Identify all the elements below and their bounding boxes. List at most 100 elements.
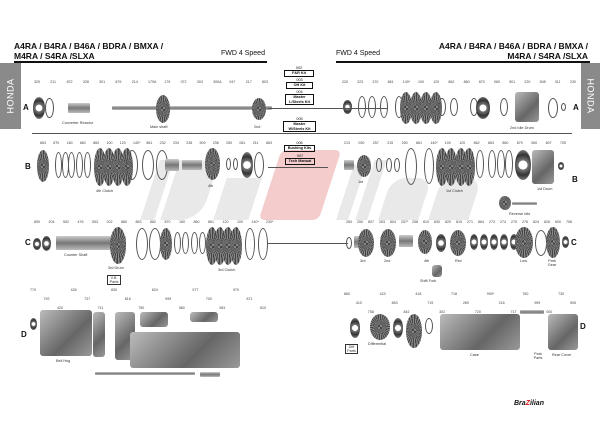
part-number: 211: [50, 80, 57, 84]
rev-gear-part: [450, 230, 466, 256]
bearing-part: [490, 234, 498, 250]
part-number: 870: [516, 141, 523, 145]
part-number: 870: [478, 80, 485, 84]
seal-part: [30, 318, 37, 330]
main-shaft-gear: [156, 95, 170, 123]
part-number: 215: [387, 141, 394, 145]
bearing-part: [350, 318, 360, 338]
low-gear-part: [515, 227, 533, 258]
ring-part: [380, 96, 388, 118]
part-number: 263: [379, 220, 385, 224]
caption-4th: 4th: [208, 184, 214, 188]
caption-2nd: 2nd: [254, 125, 261, 129]
part-number: 830: [111, 288, 118, 292]
part-number: 273: [489, 220, 495, 224]
part-number: 872: [66, 80, 73, 84]
bearing-part: [343, 100, 352, 114]
part-number: 807: [545, 141, 552, 145]
ring-part: [438, 98, 446, 116]
row-label-d: D: [21, 330, 27, 339]
part-number: 236: [212, 141, 219, 145]
part-number: 863: [135, 220, 142, 224]
counter-shaft-part: [56, 236, 126, 250]
part-number: 160: [66, 141, 73, 145]
part-number: 179A: [148, 80, 157, 84]
row-label-a: A: [23, 103, 29, 112]
left-model-title: A4RA / B4RA / B46A / BDRA / BMXA /M4RA /…: [14, 41, 163, 61]
part-number: 863: [488, 141, 494, 145]
part-number: 879: [115, 80, 122, 84]
part-number: 423: [379, 292, 386, 296]
kit-label: Tech Manual: [285, 158, 315, 165]
ring-part: [233, 158, 238, 170]
row-label-b-right: B: [572, 175, 578, 184]
title-line: M4RA / S4RA /SLXA: [507, 51, 588, 61]
part-number: 737: [84, 297, 91, 301]
part-number: 860: [193, 220, 200, 224]
part-number: 234: [172, 141, 179, 145]
part-number: 999: [165, 297, 172, 301]
first-drum-part: [532, 150, 554, 184]
caption-1st-drum: 1st Drum: [537, 187, 553, 191]
caption-3rd-clutch: 3rd Clutch: [218, 268, 236, 272]
part-number: 030: [358, 141, 365, 145]
part-number: 810: [260, 306, 266, 310]
part-number: 803: [262, 80, 268, 84]
drum-part: [37, 150, 49, 182]
logo-text: Bra: [514, 400, 526, 407]
part-number: 861: [208, 220, 214, 224]
ring-part: [126, 150, 138, 180]
ring-part: [450, 98, 458, 116]
logo-z: Z: [525, 400, 530, 407]
kit-number: 005: [296, 117, 303, 121]
gasket-part: [93, 312, 105, 357]
caption-1st: 1st: [358, 180, 364, 184]
part-number: 824: [151, 288, 158, 292]
part-number: 552: [63, 220, 69, 224]
part-number: 236: [186, 141, 193, 145]
part-number: 410: [355, 301, 362, 305]
right-subtitle: FWD 4 Speed: [336, 50, 380, 57]
flow-line: [268, 108, 388, 109]
differential-part: [370, 314, 390, 340]
main-shaft-part: [112, 106, 272, 110]
part-number: 140*: [133, 141, 141, 145]
part-number: 880: [121, 220, 127, 224]
part-number: 072: [180, 80, 187, 84]
part-number: 061: [239, 141, 246, 145]
kit-label: F&R Kit: [284, 70, 314, 77]
caption-2nd-idle-drum: 2nd Idle Drum: [510, 126, 534, 130]
caption-shift-fork: Shift Fork: [420, 279, 437, 283]
piston-part: [515, 150, 531, 180]
ring-part: [254, 152, 264, 178]
bushing-part: [344, 160, 354, 170]
second-gear-part: [252, 98, 266, 120]
caption-c-low: Low: [520, 259, 527, 263]
right-honda-tab: HONDA: [581, 63, 600, 129]
part-number: 792: [43, 297, 50, 301]
caption-counter-shaft: Counter Shaft: [64, 253, 88, 257]
title-line: A4RA / B4RA / B46A / BDRA / BMXA /: [438, 41, 588, 51]
part-number: 250: [357, 220, 363, 224]
part-number: 501: [509, 80, 516, 84]
caption-bell-hsg: Bell Hsg: [56, 359, 71, 363]
part-number: 860: [502, 141, 509, 145]
ring-part: [376, 158, 382, 172]
ring-part: [425, 318, 433, 334]
part-number: 250: [226, 141, 233, 145]
sleeve-part: [165, 159, 179, 171]
part-number: 274: [500, 220, 506, 224]
part-number: 370: [372, 80, 379, 84]
first-gear-part: [357, 155, 371, 177]
flow-line: [268, 243, 348, 244]
part-number: 283: [346, 220, 352, 224]
part-number: 204: [48, 220, 55, 224]
row-label-c: C: [25, 238, 31, 247]
ring-part: [191, 232, 198, 254]
